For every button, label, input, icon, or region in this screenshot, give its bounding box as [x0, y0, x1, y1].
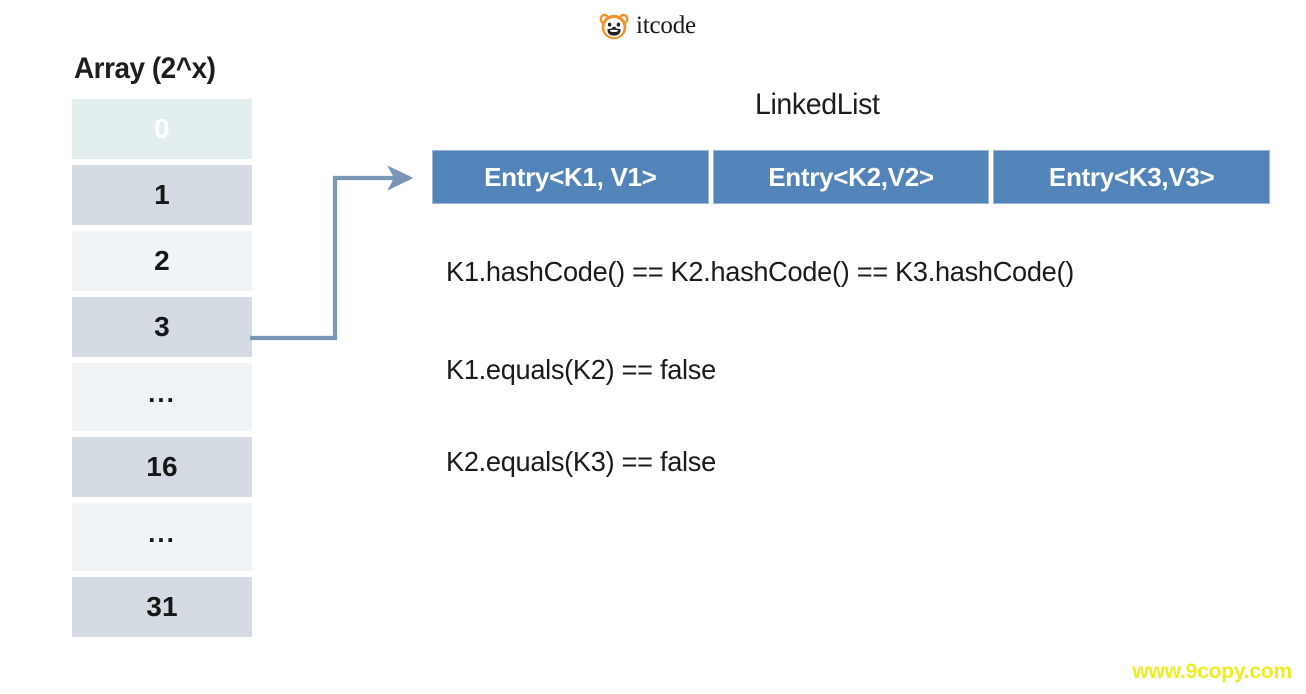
linkedlist-title: LinkedList [755, 88, 880, 121]
statement-equals-k2-k3: K2.equals(K3) == false [446, 446, 716, 477]
array-title: Array (2^x) [74, 52, 216, 85]
linkedlist-entry: Entry<K3,V3> [993, 150, 1271, 204]
array-cell: ... [72, 503, 252, 571]
statement-hashcode: K1.hashCode() == K2.hashCode() == K3.has… [446, 256, 1074, 287]
array-cell: 2 [72, 231, 252, 291]
statement-equals-k1-k2: K1.equals(K2) == false [446, 354, 716, 385]
array-cell: 31 [72, 577, 252, 637]
array-cell: 0 [72, 99, 252, 159]
watermark: www.9copy.com [1132, 660, 1292, 683]
brand-logo: itcode [598, 6, 696, 46]
array-cell: 16 [72, 437, 252, 497]
linkedlist-entry: Entry<K1, V1> [432, 150, 709, 204]
connector-arrow [250, 165, 414, 341]
array-cell: 3 [72, 297, 252, 357]
bear-face-logo-icon [599, 13, 629, 40]
array-cell: 1 [72, 165, 252, 225]
array-cell: ... [72, 363, 252, 431]
brand-name: itcode [636, 11, 696, 39]
linkedlist-row: Entry<K1, V1>Entry<K2,V2>Entry<K3,V3> [432, 150, 1271, 204]
linkedlist-entry: Entry<K2,V2> [712, 150, 990, 204]
